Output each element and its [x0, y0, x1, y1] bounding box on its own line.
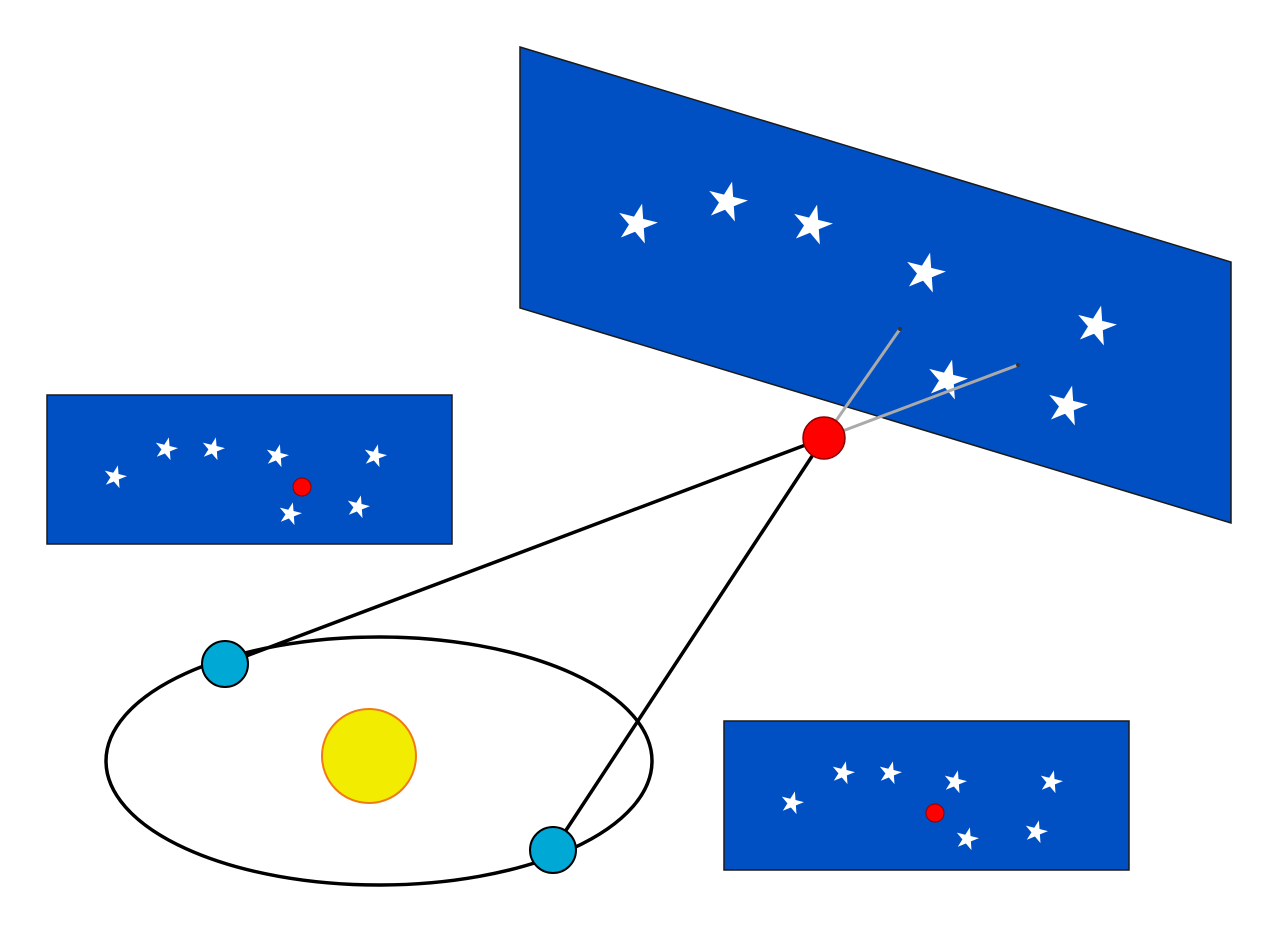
projection-end-dot — [898, 327, 902, 331]
distant-sky-panel — [519, 45, 1232, 525]
projection-end-dot — [1016, 363, 1020, 367]
projection-line-upper — [822, 328, 902, 439]
line-of-sight-2 — [551, 437, 826, 851]
nearby-star-icon — [925, 803, 945, 823]
sun-icon — [321, 708, 417, 804]
nearby-star-icon — [802, 416, 846, 460]
earth-icon — [529, 826, 577, 874]
line-of-sight-1 — [224, 436, 825, 666]
projection-line-right — [823, 363, 1019, 440]
sky-view-left — [46, 394, 453, 545]
sky-view-right — [723, 720, 1130, 871]
earth-icon — [201, 640, 249, 688]
nearby-star-icon — [292, 477, 312, 497]
earth-orbit — [104, 635, 654, 887]
